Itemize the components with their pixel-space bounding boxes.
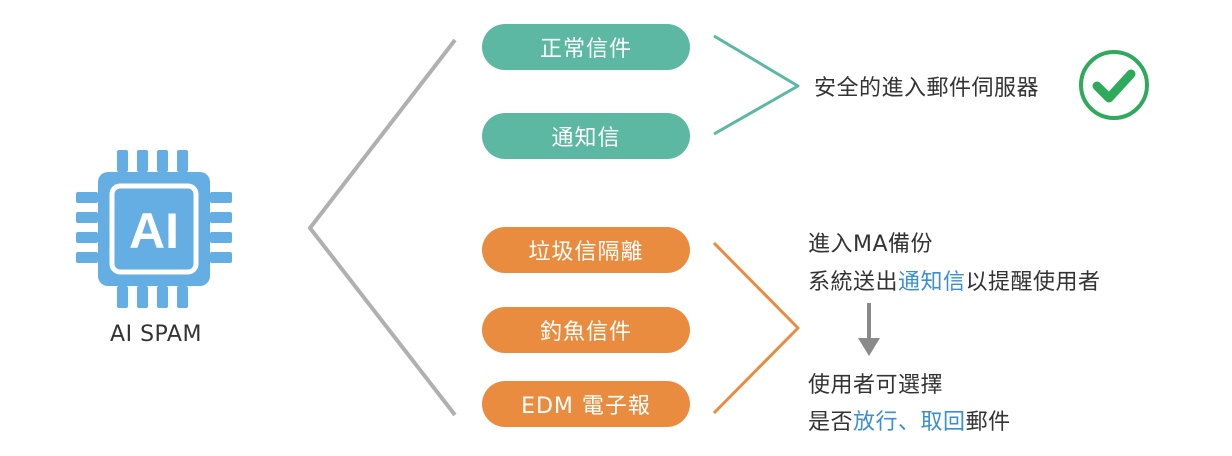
orange-merge-bracket <box>712 241 800 415</box>
outcome-choose-line2: 是否放行、取回郵件 <box>808 404 1011 436</box>
pill-phishing: 釣魚信件 <box>482 307 690 353</box>
backup-line2-highlight: 通知信 <box>898 270 966 295</box>
backup-line2-pre: 系統送出 <box>808 270 899 295</box>
ai-chip-text: AI <box>129 203 179 259</box>
choose-line2-separator: 、 <box>898 410 921 435</box>
choose-line2-release: 放行 <box>853 410 899 435</box>
choose-line2-retrieve: 取回 <box>920 410 966 435</box>
pill-spam-quarantine: 垃圾信隔離 <box>482 227 690 273</box>
pill-notification: 通知信 <box>482 113 690 159</box>
choose-line2-pre: 是否 <box>808 410 854 435</box>
choose-line2-post: 郵件 <box>965 410 1011 435</box>
ai-chip-icon: AI <box>76 150 232 308</box>
pill-edm: EDM 電子報 <box>482 381 690 427</box>
teal-merge-bracket <box>713 34 800 136</box>
outcome-choose-line1: 使用者可選擇 <box>808 373 944 398</box>
backup-line2-post: 以提醒使用者 <box>965 270 1101 295</box>
outcome-safe-server: 安全的進入郵件伺服器 <box>814 76 1040 101</box>
check-circle-icon <box>1079 50 1149 120</box>
down-arrow-icon <box>858 303 880 356</box>
pill-normal-mail: 正常信件 <box>482 24 690 70</box>
outcome-backup-line2: 系統送出通知信以提醒使用者 <box>808 264 1101 296</box>
main-branch-bracket <box>308 38 457 417</box>
outcome-backup-line1: 進入MA備份 <box>808 232 934 257</box>
ai-spam-label: AI SPAM <box>110 322 202 347</box>
